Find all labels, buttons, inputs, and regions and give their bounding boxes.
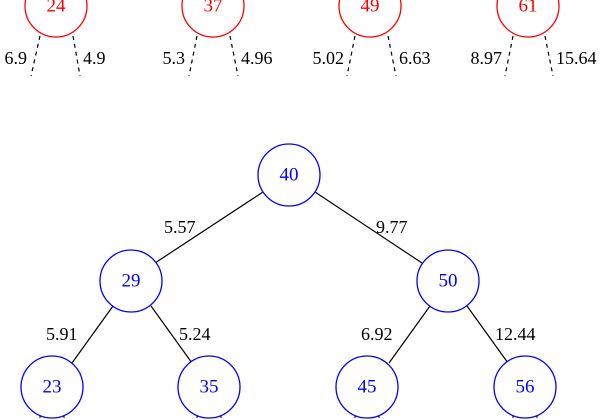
top-edge-left	[30, 35, 41, 77]
right-child-key: 50	[439, 271, 458, 292]
top-node-circle	[338, 0, 402, 38]
top-edge-right-weight: 4.9	[83, 48, 106, 68]
top-edge-left-weight: 5.3	[163, 48, 186, 68]
top-edge-left	[346, 35, 356, 77]
root-node-circle	[257, 143, 321, 207]
edge-weight-root-left: 5.57	[164, 217, 196, 237]
edge-root-right	[314, 191, 423, 264]
top-edge-right-weight: 4.96	[241, 48, 273, 68]
top-edge-left-weight: 5.02	[313, 48, 345, 68]
edge-weight-root-right: 9.77	[376, 217, 408, 237]
edge-right-right	[466, 305, 509, 364]
grandchild-key: 35	[200, 377, 219, 398]
top-node-key: 61	[519, 0, 538, 17]
top-node-key: 37	[204, 0, 223, 17]
left-child-circle	[99, 249, 163, 313]
top-edge-right	[229, 35, 239, 77]
grandchild-key: 56	[516, 377, 535, 398]
edge-left-left	[71, 305, 114, 364]
top-edge-left-weight: 8.97	[471, 48, 503, 68]
top-row: 24 6.9 4.9 37 5.3 4.96 49 5.02 6.63	[5, 0, 597, 77]
grandchild-circle	[177, 355, 241, 419]
top-edge-left-weight: 6.9	[5, 48, 28, 68]
top-edge-right	[544, 35, 554, 77]
top-node-key: 24	[47, 0, 67, 17]
top-node-circle	[24, 0, 88, 38]
edge-weight-right-left: 6.92	[361, 324, 393, 344]
top-edge-left	[504, 35, 514, 77]
top-edge-right	[72, 35, 81, 77]
top-edge-right	[387, 35, 397, 77]
edge-right-left	[388, 305, 431, 364]
bottom-tree: 5.57 9.77 5.91 5.24 6.92 12.44 40 29 50 …	[20, 143, 557, 420]
top-subtree-3: 49 5.02 6.63	[313, 0, 431, 77]
grandchild-circle	[20, 355, 84, 419]
grandchild-circle	[493, 355, 557, 419]
left-child-key: 29	[122, 271, 141, 292]
edge-left-right	[150, 305, 193, 364]
root-node-key: 40	[280, 165, 299, 186]
grandchild-key: 45	[358, 377, 377, 398]
top-subtree-4: 61 8.97 15.64	[471, 0, 597, 77]
top-edge-right-weight: 15.64	[556, 48, 597, 68]
top-node-key: 49	[361, 0, 380, 17]
top-edge-left	[188, 35, 198, 77]
top-node-circle	[181, 0, 245, 38]
edge-root-left	[154, 191, 264, 264]
right-child-circle	[416, 249, 480, 313]
edge-weight-left-right: 5.24	[179, 324, 211, 344]
top-subtree-1: 24 6.9 4.9	[5, 0, 106, 77]
grandchild-key: 23	[43, 377, 62, 398]
top-subtree-2: 37 5.3 4.96	[163, 0, 273, 77]
grandchild-circle	[335, 355, 399, 419]
edge-weight-right-right: 12.44	[495, 324, 536, 344]
top-edge-right-weight: 6.63	[399, 48, 431, 68]
top-node-circle	[496, 0, 560, 38]
edge-weight-left-left: 5.91	[46, 324, 78, 344]
